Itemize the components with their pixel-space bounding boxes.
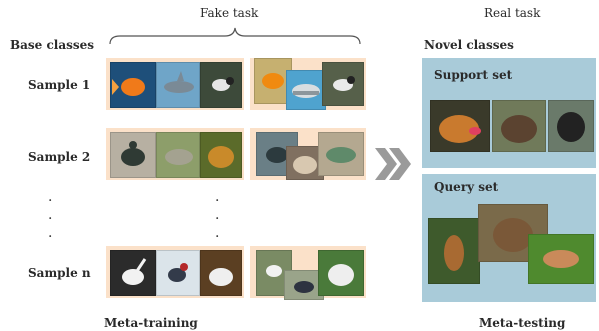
hedgehog-image	[200, 132, 242, 178]
meta-training-label: Meta-training	[104, 316, 198, 330]
turtle-image	[110, 132, 156, 178]
heron-image	[110, 250, 156, 296]
shark-image	[156, 62, 200, 108]
support-bear-image	[492, 100, 546, 152]
base-classes-label: Base classes	[10, 38, 95, 52]
ellipsis-left: ···	[48, 193, 53, 245]
support-set-label: Support set	[434, 68, 513, 82]
bird-image	[200, 62, 242, 108]
support-poodle-image	[548, 100, 594, 152]
dog-image	[200, 250, 242, 296]
dog-image-2	[318, 250, 364, 296]
fake-task-label: Fake task	[200, 6, 259, 20]
novel-classes-label: Novel classes	[424, 38, 514, 52]
support-set-panel: Support set	[422, 58, 596, 168]
support-dog-image	[430, 100, 490, 152]
iguana-image	[156, 132, 200, 178]
query-set-panel: Query set	[422, 174, 596, 302]
real-task-label: Real task	[484, 6, 541, 20]
meta-testing-label: Meta-testing	[479, 316, 566, 330]
query-dog-image	[428, 218, 480, 284]
query-poodle-image	[528, 234, 594, 284]
double-chevron-right-icon	[375, 148, 411, 180]
query-set-label: Query set	[434, 180, 499, 194]
shark-image-2	[286, 70, 326, 110]
curly-brace-icon	[109, 27, 361, 45]
bird-image-2	[322, 62, 364, 106]
sample-2-label: Sample 2	[28, 150, 91, 164]
goldfish-image	[110, 62, 156, 108]
sample-1-label: Sample 1	[28, 78, 91, 92]
hedgehog-image-2	[286, 146, 324, 180]
iguana-image-2	[318, 132, 364, 176]
sample-n-label: Sample n	[28, 266, 91, 280]
ellipsis-middle: ···	[215, 193, 220, 245]
moorhen-image	[156, 250, 200, 296]
